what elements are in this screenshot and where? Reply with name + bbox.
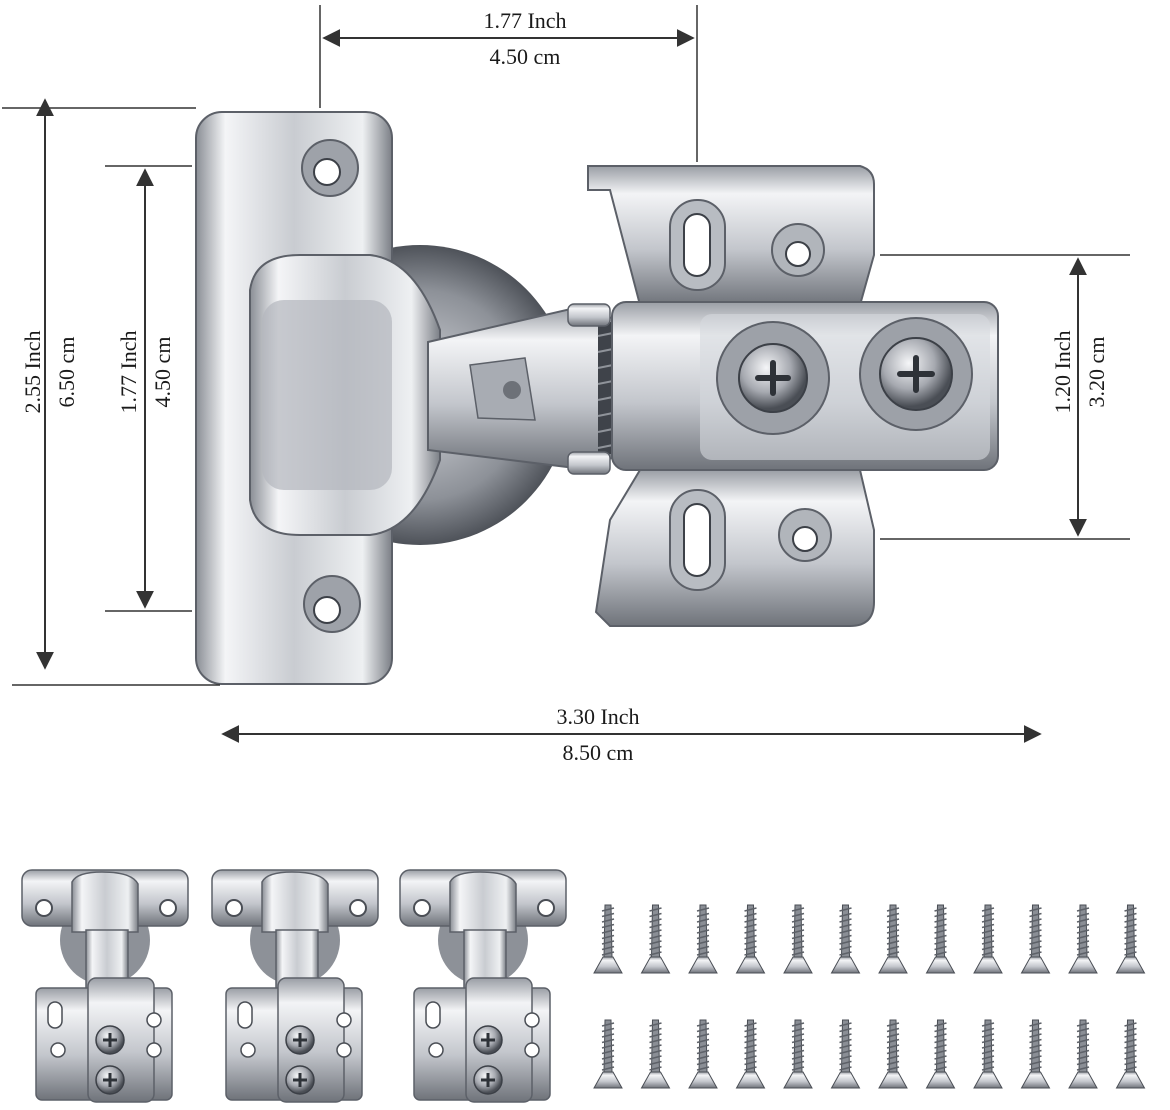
screw <box>1020 1019 1051 1089</box>
screw <box>1068 904 1098 974</box>
screw <box>735 1019 766 1089</box>
package-screws <box>593 904 1146 1089</box>
adjust-screw-right <box>859 317 973 431</box>
dimension-top-width: 1.77 Inch 4.50 cm <box>319 5 698 162</box>
screw <box>1020 904 1051 974</box>
screw <box>925 1019 956 1089</box>
screw <box>640 904 671 974</box>
screw <box>783 1019 813 1089</box>
total-height-cm: 6.50 cm <box>54 337 79 408</box>
screw <box>1115 1019 1146 1089</box>
package-hinges <box>21 869 567 1103</box>
mount-plate-bottom <box>594 469 875 627</box>
screw <box>783 904 813 974</box>
hole-spacing-inch: 1.77 Inch <box>116 330 141 413</box>
screw <box>735 904 766 974</box>
dimension-hole-spacing: 1.77 Inch 4.50 cm <box>105 165 192 612</box>
total-length-inch: 3.30 Inch <box>556 704 639 729</box>
dimension-total-length: 3.30 Inch 8.50 cm <box>221 704 1042 765</box>
screw <box>973 904 1003 974</box>
top-width-inch: 1.77 Inch <box>483 8 566 33</box>
small-hinge <box>211 869 379 1103</box>
dimension-total-height: 2.55 Inch 6.50 cm <box>2 98 220 686</box>
small-hinge <box>399 869 567 1103</box>
screw <box>973 1019 1003 1089</box>
hole-spacing-cm: 4.50 cm <box>150 337 175 408</box>
plate-hole-top <box>301 139 359 197</box>
dimension-plate-spacing: 1.20 Inch 3.20 cm <box>880 254 1130 540</box>
total-length-cm: 8.50 cm <box>563 740 634 765</box>
screw <box>830 1019 861 1089</box>
small-hinge <box>21 869 189 1103</box>
top-width-cm: 4.50 cm <box>490 44 561 69</box>
adjust-screw-left <box>716 321 830 435</box>
screw <box>1115 904 1146 974</box>
screw <box>830 904 861 974</box>
screw <box>1068 1019 1098 1089</box>
screw <box>878 904 908 974</box>
plate-spacing-cm: 3.20 cm <box>1084 337 1109 408</box>
screw <box>878 1019 908 1089</box>
screw <box>593 1019 623 1089</box>
screw <box>925 904 956 974</box>
plate-hole-bottom <box>303 575 361 633</box>
mount-plate-top <box>587 165 875 306</box>
plate-spacing-inch: 1.20 Inch <box>1050 330 1075 413</box>
screw <box>640 1019 671 1089</box>
screw <box>688 904 718 974</box>
screw <box>593 904 623 974</box>
screw <box>688 1019 718 1089</box>
main-hinge <box>195 111 999 685</box>
total-height-inch: 2.55 Inch <box>20 330 45 413</box>
